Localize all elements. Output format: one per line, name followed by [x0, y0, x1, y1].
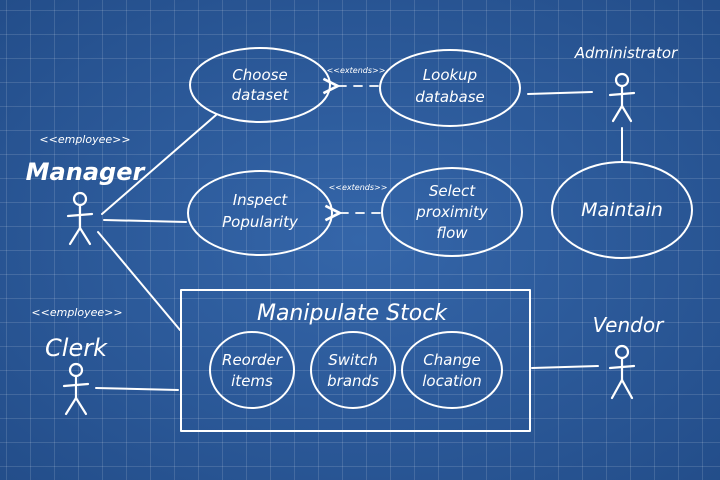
- actor-vendor: Vendor: [593, 313, 665, 400]
- box-title: Manipulate Stock: [257, 301, 448, 326]
- use-case-label: Reorder: [222, 351, 283, 369]
- actor-manager: <<employee>> Manager: [26, 133, 147, 246]
- stick-figure-icon: [62, 362, 90, 416]
- actor-stereotype: <<employee>>: [39, 133, 130, 146]
- use-case-lookup-database: Lookup database: [379, 49, 521, 127]
- assoc-vendor-stock: [531, 365, 599, 369]
- use-case-label: Inspect: [233, 191, 289, 209]
- use-case-label: items: [231, 372, 273, 390]
- use-case-label: proximity: [415, 203, 489, 221]
- use-case-switch-brands: Switch brands: [310, 331, 396, 409]
- assoc-manager-choose: [101, 114, 217, 215]
- use-case-label: brands: [327, 372, 379, 390]
- extends-label-1: <<extends>>: [327, 66, 386, 75]
- use-case-maintain: Maintain: [551, 161, 693, 259]
- actor-clerk: <<employee>> Clerk: [31, 306, 123, 416]
- assoc-manager-stock: [97, 231, 181, 331]
- use-case-label: Maintain: [581, 199, 663, 221]
- use-case-label: flow: [436, 224, 468, 242]
- use-case-select-proximity-flow: Select proximity flow: [381, 167, 523, 257]
- actor-name: Clerk: [45, 334, 108, 362]
- use-case-label: Change: [423, 351, 480, 369]
- actor-name: Manager: [26, 158, 147, 186]
- use-case-label: location: [422, 372, 482, 390]
- use-case-label: database: [415, 88, 485, 106]
- use-case-choose-dataset: Choose dataset: [189, 47, 331, 123]
- use-case-reorder-items: Reorder items: [209, 331, 295, 409]
- actor-name: Vendor: [593, 313, 665, 337]
- manipulate-stock-box: Manipulate Stock Reorder items Switch br…: [180, 289, 531, 432]
- use-case-label: dataset: [232, 86, 290, 104]
- stick-figure-icon: [608, 344, 636, 400]
- use-case-label: Switch: [328, 351, 378, 369]
- stick-figure-icon: [66, 191, 94, 246]
- use-case-inspect-popularity: Inspect Popularity: [187, 170, 333, 256]
- actor-stereotype: <<employee>>: [31, 306, 122, 319]
- assoc-manager-inspect: [103, 219, 187, 223]
- use-case-label: Select: [429, 182, 476, 200]
- extends-label-2: <<extends>>: [329, 183, 388, 192]
- use-case-label: Lookup: [423, 66, 477, 84]
- use-case-label: Choose: [232, 66, 287, 84]
- actor-administrator: Administrator: [574, 44, 678, 123]
- assoc-admin-lookup: [527, 91, 593, 95]
- use-case-change-location: Change location: [401, 331, 503, 409]
- actor-name: Administrator: [574, 44, 678, 62]
- assoc-clerk-stock: [95, 387, 179, 391]
- use-case-label: Popularity: [222, 213, 299, 231]
- stick-figure-icon: [608, 72, 636, 123]
